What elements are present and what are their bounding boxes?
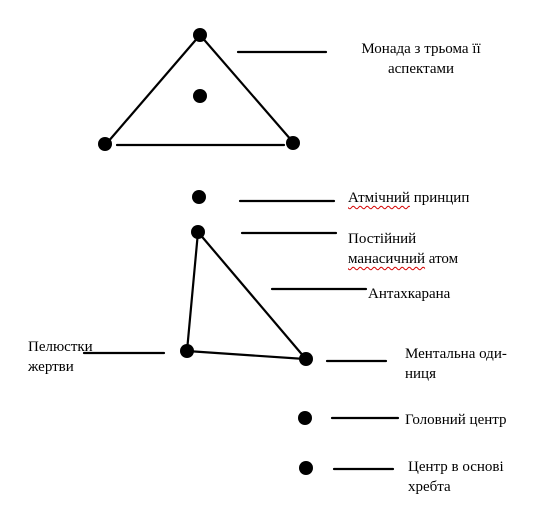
monad-label: Монада з трьома її аспектами	[346, 39, 496, 79]
monad-right-dot	[286, 136, 300, 150]
mental-unit-label: Ментальна оди- ниця	[405, 344, 507, 384]
monad-left-dot	[98, 137, 112, 151]
monad-triangle-left-edge	[105, 33, 202, 145]
antahkarana-label: Антахкарана	[368, 286, 451, 302]
mental-unit-dot	[299, 352, 313, 366]
monad-label-line2: аспектами	[387, 61, 454, 77]
lower-triangle-base-edge	[185, 349, 307, 361]
monad-triangle-right-edge	[198, 33, 294, 143]
monad-top-dot	[193, 28, 207, 42]
monad-label-line1: Монада з трьома її	[361, 41, 481, 57]
atmic-word: Атмічний	[348, 190, 410, 206]
petals-label-line2: жертви	[28, 359, 74, 375]
atmic-principle-label: Атмічний принцип	[348, 188, 469, 208]
mental-unit-label-line1: Ментальна оди-	[405, 346, 507, 362]
monad-center-dot	[193, 89, 207, 103]
lower-triangle-right-edge	[196, 230, 307, 360]
head-center-label: Головний центр	[405, 412, 507, 428]
atom-word: атом	[425, 251, 459, 267]
base-center-label-line1: Центр в основі	[408, 459, 504, 475]
atmic-dot	[192, 190, 206, 204]
mental-unit-label-line2: ниця	[405, 366, 436, 382]
manasic-label-line1: Постійний	[348, 231, 417, 247]
base-center-label: Центр в основі хребта	[408, 457, 504, 497]
principle-word: принцип	[409, 190, 470, 206]
petals-label-line1: Пелюстки	[28, 339, 93, 355]
manasic-atom-dot	[191, 225, 205, 239]
lower-triangle-left-edge	[185, 230, 200, 353]
petals-label: Пелюстки жертви	[28, 337, 93, 377]
manasic-atom-label: Постійний манасичний атом	[348, 229, 458, 269]
base-center-dot	[299, 461, 313, 475]
base-center-label-line2: хребта	[408, 479, 451, 495]
manasic-word: манасичний	[348, 251, 426, 267]
petals-dot	[180, 344, 194, 358]
head-center-dot	[298, 411, 312, 425]
